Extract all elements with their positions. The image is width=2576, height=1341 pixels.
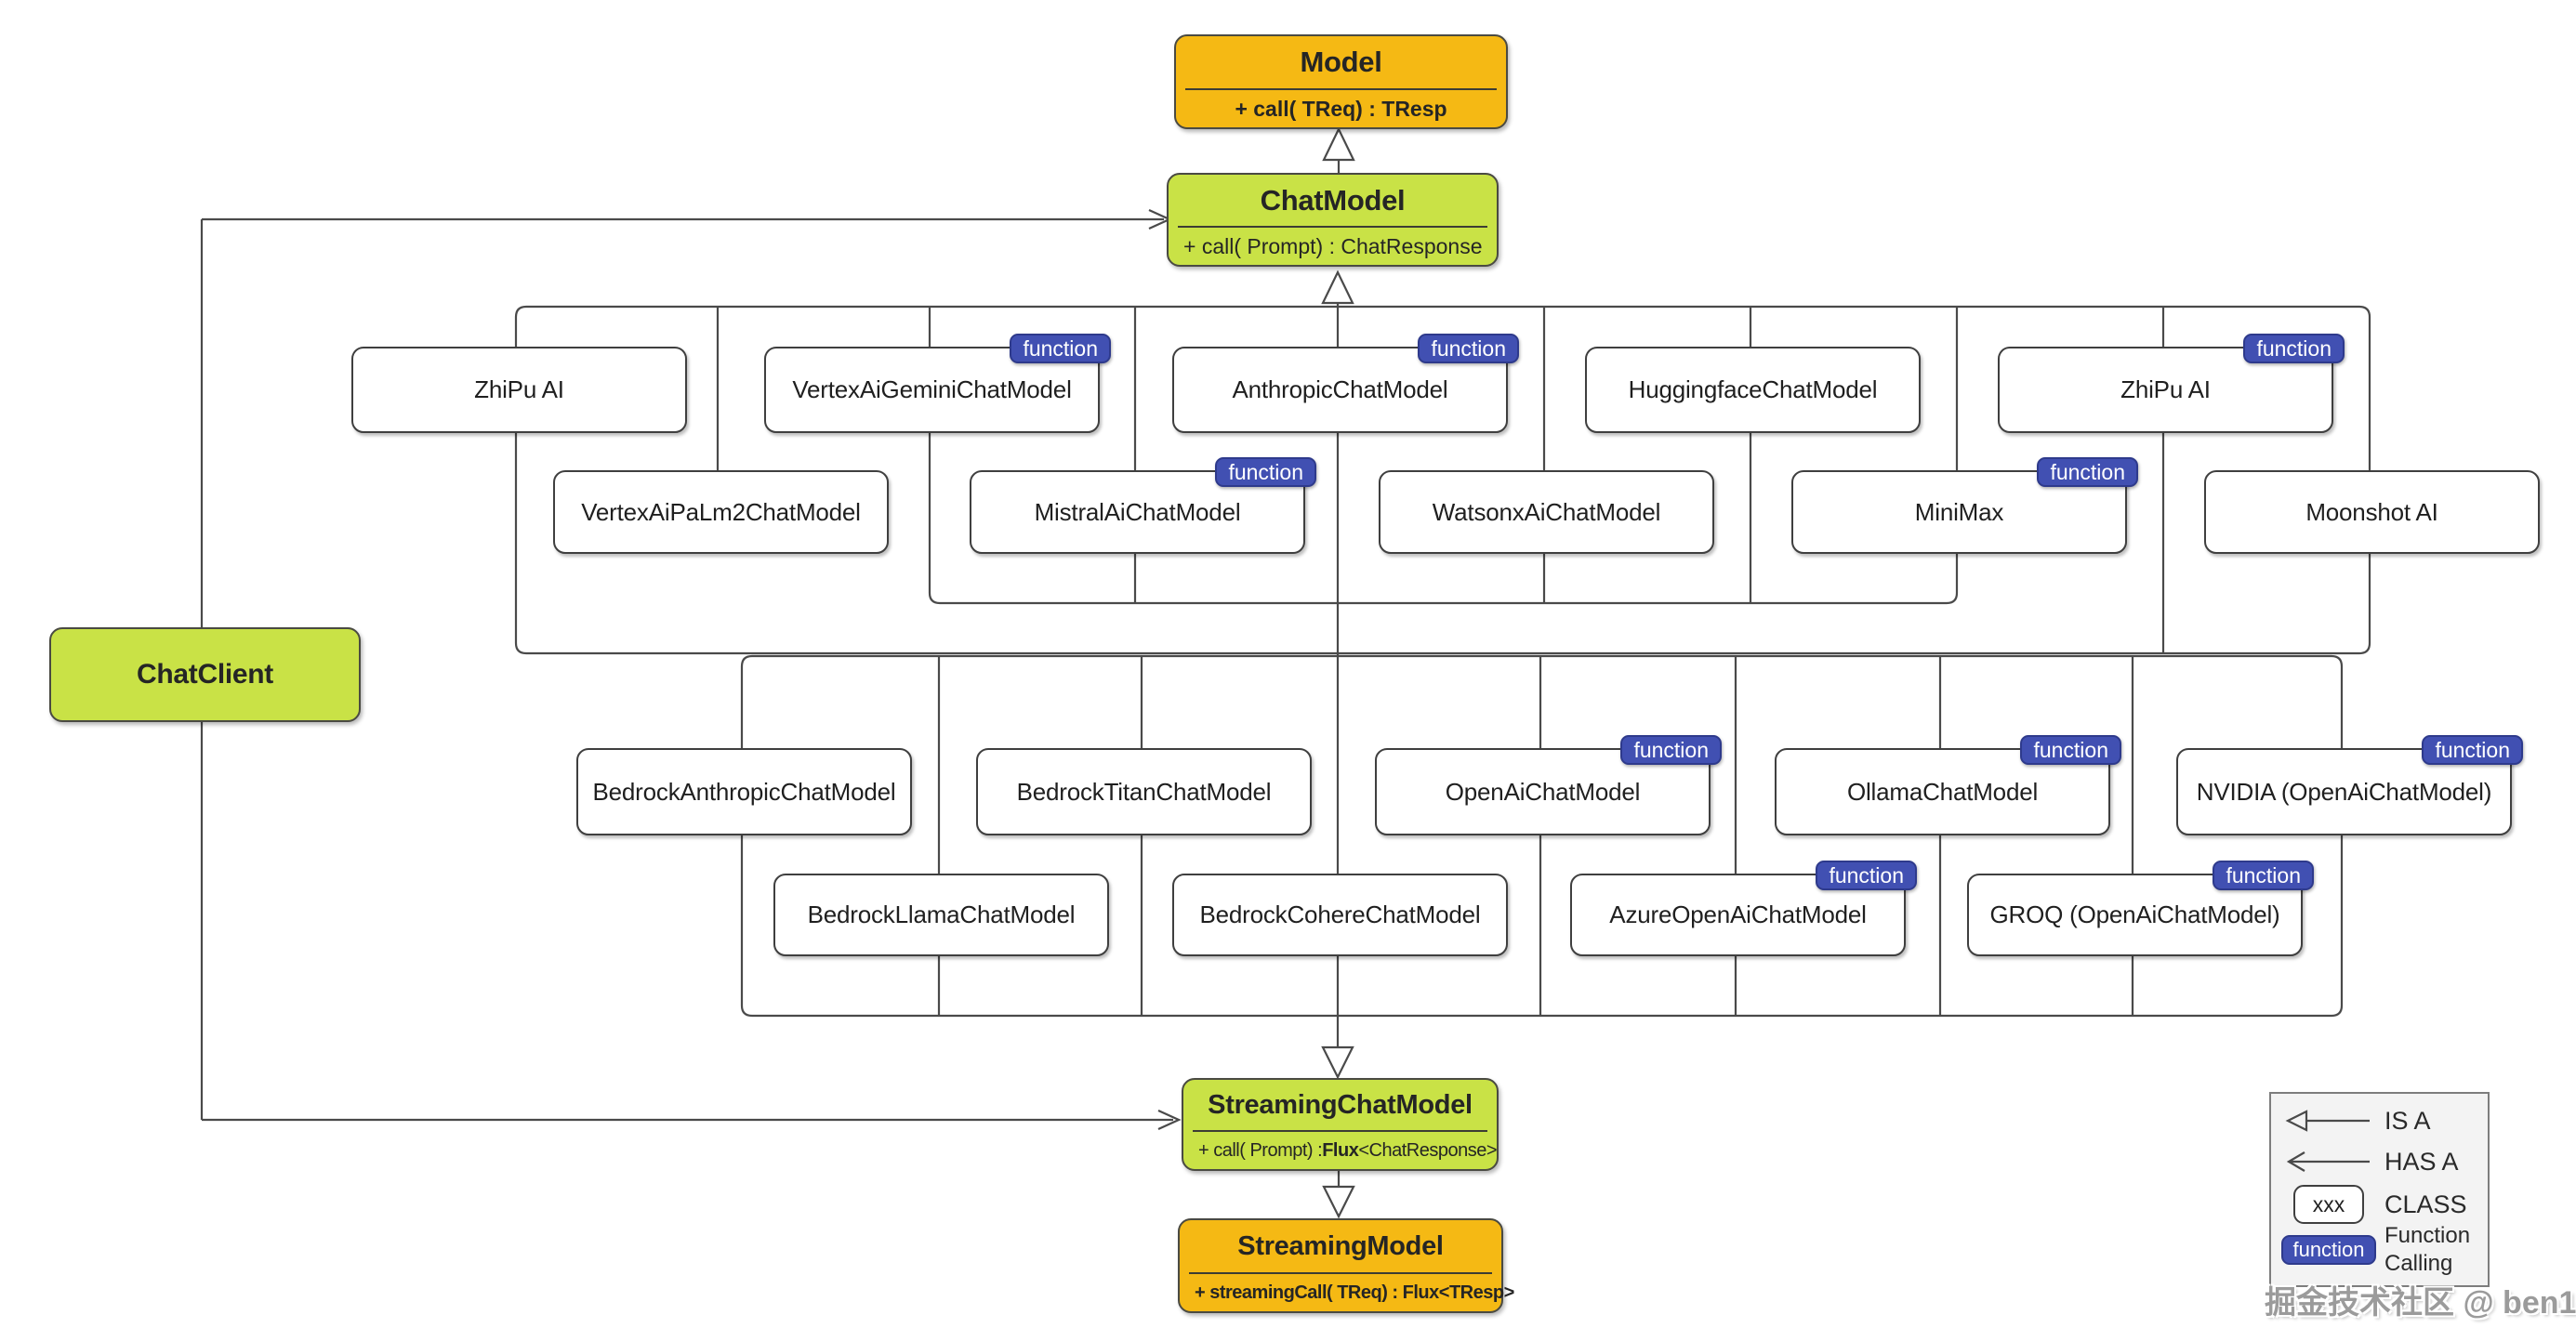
class-attr: + call( Prompt) : Flux<ChatResponse> [1198, 1139, 1497, 1161]
class-box-streamingmodel: StreamingModel + streamingCall( TReq) : … [1178, 1218, 1514, 1313]
is-a-triangle-model [1322, 126, 1355, 162]
class-box-bedrockanthropicchatmodel: BedrockAnthropicChatModel [576, 748, 912, 835]
class-label: NVIDIA (OpenAiChatModel) [2196, 777, 2492, 806]
class-label: Moonshot AI [2305, 497, 2438, 526]
class-label: AzureOpenAiChatModel [1609, 901, 1867, 928]
class-attr: + call( TReq) : TResp [1235, 96, 1447, 121]
class-divider [1185, 88, 1497, 90]
lower-bottom-bus [740, 832, 2344, 1018]
class-label: BedrockAnthropicChatModel [592, 777, 896, 806]
class-box-vertexaipalm2chatmodel: VertexAiPaLm2ChatModel [553, 470, 889, 554]
class-box-bedrockcoherechatmodel: BedrockCohereChatModel [1172, 874, 1508, 956]
class-box-streamingchatmodel: StreamingChatModel + call( Prompt) : Flu… [1182, 1078, 1499, 1171]
legend-class-label: CLASS [2384, 1190, 2467, 1218]
function-badge: function [2213, 861, 2314, 890]
is-a-triangles [1321, 126, 1355, 1219]
function-badge: function [1816, 861, 1917, 890]
class-sample-label: xxx [2293, 1185, 2364, 1224]
legend-is-a-label: IS A [2384, 1107, 2431, 1135]
class-title: StreamingModel [1237, 1230, 1444, 1261]
class-box-vertexaigeminichatmodel: VertexAiGeminiChatModel function [764, 334, 1111, 433]
is-a-triangle-streamingchatmodel [1321, 1045, 1354, 1080]
class-box-openaichatmodel: OpenAiChatModel function [1375, 735, 1722, 835]
class-title: ChatModel [1260, 183, 1406, 217]
class-box-mistralaichatmodel: MistralAiChatModel function [970, 457, 1316, 554]
lower-top-bus [740, 654, 2344, 748]
has-a-arrow-icon [2284, 1148, 2373, 1176]
class-label: OpenAiChatModel [1445, 777, 1641, 806]
class-box-anthropicchatmodel: AnthropicChatModel function [1172, 334, 1519, 433]
class-title: StreamingChatModel [1208, 1089, 1473, 1120]
function-badge: function [2020, 735, 2121, 765]
is-a-arrow-icon [2284, 1107, 2373, 1135]
class-title: ChatClient [136, 659, 273, 690]
class-label: WatsonxAiChatModel [1432, 497, 1661, 526]
class-box-azureopenaichatmodel: AzureOpenAiChatModel function [1570, 861, 1917, 956]
watermark-text: 掘金技术社区 @ ben1987 [2265, 1285, 2576, 1321]
function-badge: function [1620, 735, 1722, 765]
class-sample-box: xxx [2284, 1185, 2373, 1224]
upper-top-bus [514, 305, 2371, 470]
class-box-model: Model + call( TReq) : TResp [1174, 34, 1508, 129]
upper-inner-bottom-bus [928, 429, 1959, 605]
function-badge: function [1215, 457, 1316, 487]
is-a-triangle-chatmodel [1321, 270, 1354, 305]
upper-outer-bottom-bus [514, 429, 2371, 655]
class-box-moonshot: Moonshot AI [2204, 470, 2540, 554]
function-badge: function [2422, 735, 2523, 765]
class-box-zhipu-left: ZhiPu AI [351, 347, 687, 433]
class-label: AnthropicChatModel [1232, 375, 1448, 403]
legend-has-a-label: HAS A [2384, 1148, 2459, 1176]
class-divider [1178, 226, 1487, 228]
function-badge-sample-label: function [2281, 1235, 2376, 1265]
class-box-minimax: MiniMax function [1791, 457, 2138, 554]
class-box-bedrockllamachatmodel: BedrockLlamaChatModel [773, 874, 1109, 956]
class-attr: + call( Prompt) : ChatResponse [1183, 233, 1483, 258]
class-box-nvidia: NVIDIA (OpenAiChatModel) function [2176, 735, 2523, 835]
legend-row-class: xxx CLASS [2284, 1185, 2488, 1224]
function-badge: function [1418, 334, 1519, 363]
class-box-bedrocktitanchatmodel: BedrockTitanChatModel [976, 748, 1312, 835]
class-label: MiniMax [1914, 497, 2004, 526]
class-box-huggingfacechatmodel: HuggingfaceChatModel [1585, 347, 1921, 433]
class-label: GROQ (OpenAiChatModel) [1989, 901, 2280, 928]
class-box-chatclient: ChatClient [49, 627, 361, 722]
class-title: Model [1300, 46, 1382, 78]
class-box-groq: GROQ (OpenAiChatModel) function [1967, 861, 2314, 956]
class-box-chatmodel: ChatModel + call( Prompt) : ChatResponse [1167, 173, 1499, 267]
class-attr: + streamingCall( TReq) : Flux<TResp> [1195, 1282, 1514, 1303]
legend-function-label: Function Calling [2384, 1223, 2471, 1276]
is-a-triangle-streamingmodel [1322, 1185, 1355, 1219]
class-label: BedrockLlamaChatModel [807, 901, 1076, 928]
class-box-zhipu-right: ZhiPu AI function [1998, 334, 2345, 433]
class-label: MistralAiChatModel [1034, 497, 1241, 526]
class-box-watsonxaichatmodel: WatsonxAiChatModel [1379, 470, 1714, 554]
function-badge: function [1010, 334, 1111, 363]
class-divider [1189, 1272, 1492, 1274]
class-label: VertexAiPaLm2ChatModel [581, 497, 861, 526]
has-a-arrowhead-bottom [1157, 1109, 1182, 1131]
class-label: ZhiPu AI [2120, 375, 2211, 403]
class-label: VertexAiGeminiChatModel [792, 375, 1072, 403]
function-badge: function [2037, 457, 2138, 487]
class-label: OllamaChatModel [1846, 777, 2039, 806]
legend-row-is-a: IS A [2284, 1103, 2488, 1138]
inheritance-bus-lines [200, 160, 2371, 1187]
legend-row-function: function Function Calling [2281, 1223, 2488, 1276]
class-label: ZhiPu AI [474, 375, 564, 403]
function-badge-sample: function [2281, 1235, 2376, 1265]
class-label: HuggingfaceChatModel [1628, 375, 1878, 403]
class-box-ollamachatmodel: OllamaChatModel function [1775, 735, 2121, 835]
class-label: BedrockTitanChatModel [1016, 777, 1272, 806]
function-badge: function [2243, 334, 2345, 363]
legend: IS A HAS A xxx CLASS function Function C… [2269, 1092, 2490, 1287]
class-divider [1193, 1130, 1487, 1132]
class-label: BedrockCohereChatModel [1199, 901, 1481, 928]
legend-row-has-a: HAS A [2284, 1144, 2488, 1179]
